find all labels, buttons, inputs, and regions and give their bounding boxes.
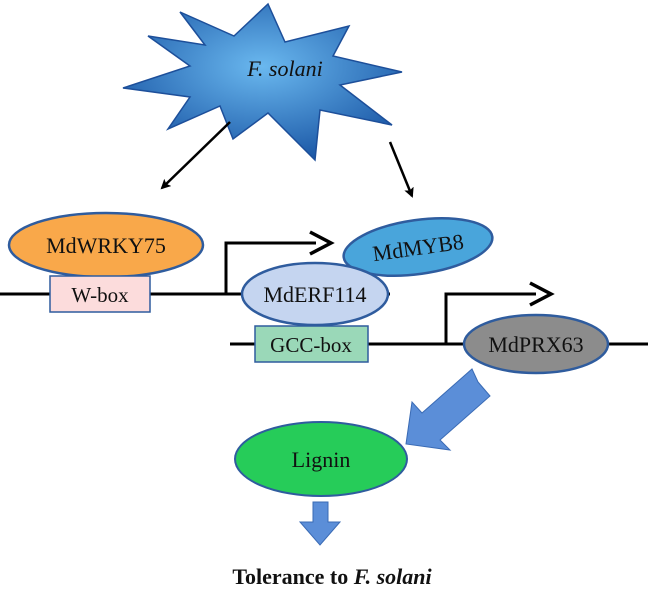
starburst-shape [122,2,403,162]
transcription-arrow-prx [444,292,536,344]
tolerance-outcome-text: Tolerance to F. solani [232,564,432,589]
wbox-label: W-box [71,283,129,307]
transcription-arrow-prx-head [529,281,555,307]
gcc-box-element: GCC-box [254,325,369,363]
lignin-node: Lignin [234,421,408,497]
pathogen-starburst: F. solani [122,2,403,162]
mderf114-node: MdERF114 [240,261,390,327]
lignin-label: Lignin [292,447,351,472]
transcription-arrow-erf-head [309,230,335,256]
block-arrow-prx-to-lignin [405,368,491,451]
wbox-element: W-box [49,275,151,313]
mderf114-label: MdERF114 [263,282,366,307]
arrow-pathogen-to-wrky [160,121,231,190]
tolerance-prefix: Tolerance to [232,564,353,589]
mdprx63-label: MdPRX63 [488,332,583,357]
mdprx63-node: MdPRX63 [462,313,610,375]
transcription-arrow-erf [224,241,316,294]
block-arrow-lignin-to-tolerance [298,501,342,546]
arrow-pathogen-to-myb [388,141,414,198]
gcc-box-label: GCC-box [270,333,352,357]
tolerance-pathogen: F. solani [353,564,433,589]
mdmyb8-node: MdMYB8 [342,217,494,277]
mdwrky75-node: MdWRKY75 [7,211,205,279]
mdwrky75-label: MdWRKY75 [46,233,166,258]
pathogen-label: F. solani [246,56,322,81]
